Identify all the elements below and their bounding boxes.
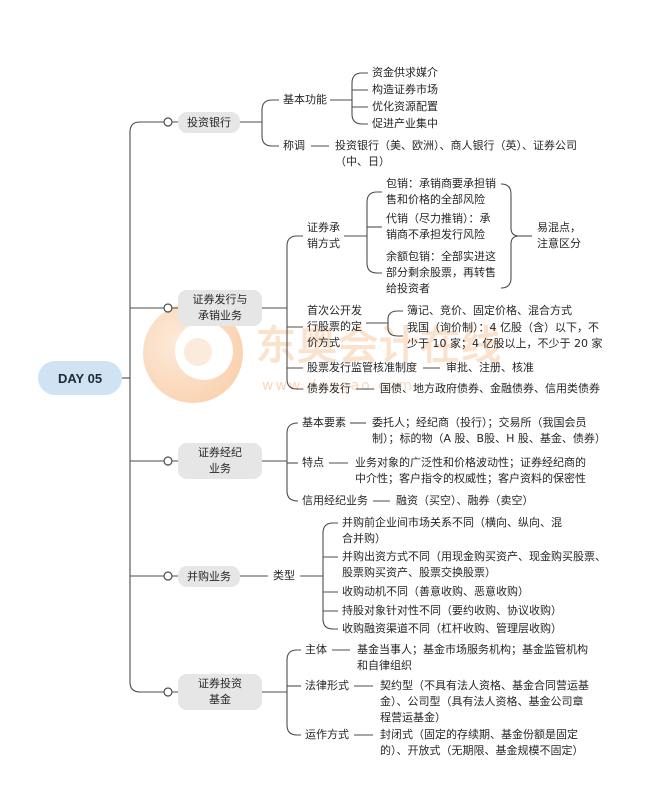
node-underwriting-item: 代销（尽力推销）：承 销商不承担发行风险 — [386, 212, 491, 241]
bracket — [322, 522, 338, 630]
bracket — [351, 72, 368, 125]
branch-node-dot — [163, 303, 173, 313]
node-characteristics-detail: 业务对象的广泛性和价格波动性；证券经纪商的 中介性；客户指令的权威性；客户资料的… — [355, 456, 586, 485]
dot-pill-connector — [172, 121, 178, 693]
node-credit-brokerage: 信用经纪业务 — [302, 494, 368, 507]
branch-securities-issuance-underwriting: 证券发行与 承销业务 — [178, 290, 262, 326]
bracket — [387, 310, 403, 337]
bracket — [286, 649, 301, 736]
node-bond-issuance: 债券发行 — [307, 382, 351, 395]
bracket — [286, 235, 303, 390]
branch-securities-brokerage: 证券经纪 业务 — [178, 443, 262, 479]
branch-label: 证券发行与 承销业务 — [192, 293, 248, 322]
node-function-item: 促进产业集中 — [372, 117, 438, 130]
branch-label: 投资银行 — [187, 115, 231, 129]
branch-label: 证券经纪 业务 — [198, 446, 242, 475]
node-fund-operation-detail: 封闭式（固定的存续期、基金份额是固定 的）、开放式（无期限、基金规模不固定） — [380, 728, 584, 757]
node-function-item: 优化资源配置 — [372, 100, 438, 113]
branch-node-dot — [163, 456, 173, 466]
node-fund-parties: 主体 — [305, 643, 327, 656]
connector — [352, 89, 368, 108]
bracket — [286, 422, 299, 502]
node-ma-type-item: 持股对象针对性不同（要约收购、协议收购） — [342, 604, 562, 617]
node-titles-detail: 投资银行（美、欧洲）、商人银行（英）、证券公司 （中、日） — [335, 139, 577, 168]
node-ma-types: 类型 — [273, 569, 295, 582]
node-issuance-regulation-detail: 审批、注册、核准 — [446, 361, 534, 374]
root-label: DAY 05 — [57, 370, 103, 386]
node-underwriting-methods: 证券承 销方式 — [307, 221, 340, 250]
node-fund-parties-detail: 基金当事人；基金市场服务机构；基金监管机构 和自律组织 — [357, 643, 588, 672]
node-function-item: 构造证券市场 — [372, 83, 438, 96]
node-fund-legal-form-detail: 契约型（不具有法人资格、基金合同营运基 金）、公司型（具有法人资格、基金公司章 … — [380, 679, 589, 724]
node-ma-type-item: 收购动机不同（善意收购、恶意收购） — [342, 585, 529, 598]
node-ipo-pricing-item: 簿记、竞价、固定价格、混合方式 — [407, 304, 572, 317]
branch-node-dot — [163, 571, 173, 581]
node-bond-issuance-detail: 国债、地方政府债券、金融债券、信用类债券 — [380, 382, 600, 395]
summary-brace — [500, 183, 520, 289]
node-fund-operation: 运作方式 — [305, 728, 349, 741]
branch-label: 并购业务 — [187, 569, 231, 583]
bracket — [261, 99, 279, 147]
node-basic-elements-detail: 委托人；经纪商（投行）；交易所（我国会员 制）；标的物（A 股、B股、H 股、基… — [372, 416, 606, 445]
branch-label: 证券投资 基金 — [198, 677, 242, 706]
node-ma-type-item: 并购前企业间市场关系不同（横向、纵向、混 合并购） — [342, 516, 562, 545]
branch-node-dot — [163, 687, 173, 697]
node-underwriting-item: 余额包销：全部实进这 部分剩余股票，再转售 给投资者 — [386, 250, 496, 295]
trunk-connector — [129, 121, 164, 693]
node-basic-elements: 基本要素 — [302, 416, 346, 429]
node-function-item: 资金供求媒介 — [372, 66, 438, 79]
branch-mergers-acquisitions: 并购业务 — [178, 566, 240, 587]
node-underwriting-summary: 易混点， 注意区分 — [537, 221, 581, 250]
branch-securities-investment-fund: 证券投资 基金 — [178, 674, 262, 710]
node-titles: 称调 — [283, 139, 305, 152]
branch-node-dot — [163, 117, 173, 127]
connector — [287, 326, 303, 369]
node-credit-brokerage-detail: 融资（买空）、融券（卖空） — [396, 494, 534, 507]
branch-investment-banking: 投资银行 — [178, 112, 240, 133]
node-characteristics: 特点 — [302, 456, 324, 469]
node-fund-legal-form: 法律形式 — [305, 679, 349, 692]
node-ma-type-item: 并购出资方式不同（用现金购买资产、现金购买股票、 股票购买资产、股票交换股票） — [342, 550, 606, 579]
node-ipo-pricing-item: 我国（询价制）：4 亿股（含）以下，不 少于 10 家；4 亿股以上，不少于 2… — [407, 321, 603, 350]
node-underwriting-item: 包销：承销商要承担销 售和价格的全部风险 — [386, 177, 496, 206]
bracket — [366, 191, 382, 274]
connector — [323, 556, 338, 612]
node-ma-type-item: 收购融资渠道不同（杠杆收购、管理层收购） — [342, 622, 562, 635]
node-ipo-pricing: 首次公开发 行股票的定 价方式 — [307, 304, 362, 349]
root-node: DAY 05 — [38, 361, 122, 395]
node-basic-functions: 基本功能 — [283, 93, 327, 106]
node-issuance-regulation: 股票发行监管核准制度 — [307, 361, 417, 374]
